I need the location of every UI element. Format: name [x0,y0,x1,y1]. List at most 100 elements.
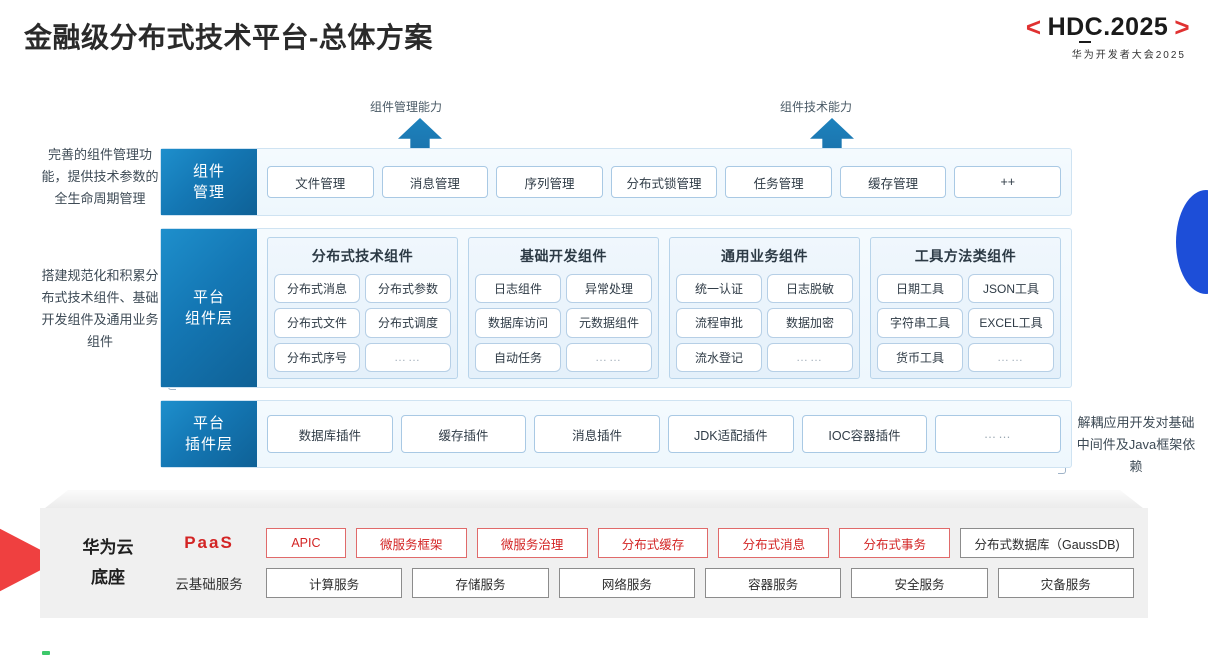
cell-item[interactable]: 分布式参数 [365,274,451,304]
cell-item[interactable]: 日志组件 [475,274,561,304]
mgmt-item-file[interactable]: 文件管理 [267,166,374,198]
layer-label-line1: 平台 [192,289,225,306]
plugin-items: 数据库插件 缓存插件 消息插件 JDK适配插件 IOC容器插件 …… [257,401,1071,467]
plugin-item-more[interactable]: …… [935,415,1062,453]
basic-item-compute[interactable]: 计算服务 [266,568,403,598]
group-cells: 日志组件 异常处理 数据库访问 元数据组件 自动任务 …… [475,274,652,372]
hdc-logo-text: HDC.2025 [1047,12,1169,43]
plugin-item-database[interactable]: 数据库插件 [267,415,393,453]
cell-item[interactable]: 分布式序号 [274,342,360,372]
group-title: 分布式技术组件 [311,248,414,264]
paas-item-microservice-governance[interactable]: 微服务治理 [476,528,588,558]
right-angle-icon: > [1174,12,1190,42]
cell-item[interactable]: 自动任务 [475,342,561,372]
cell-item[interactable]: 数据库访问 [475,308,561,338]
group-basic-development: 基础开发组件 日志组件 异常处理 数据库访问 元数据组件 自动任务 …… [468,237,659,379]
paas-item-distributed-cache[interactable]: 分布式缓存 [597,528,709,558]
management-items: 文件管理 消息管理 序列管理 分布式锁管理 任务管理 缓存管理 ++ [257,149,1071,215]
cell-item[interactable]: 日期工具 [877,274,963,304]
layer-label-line2: 管理 [192,184,225,201]
cell-item[interactable]: 分布式调度 [365,308,451,338]
basic-item-network[interactable]: 网络服务 [558,568,695,598]
c-underline-mark [1078,40,1091,43]
mgmt-item-cache[interactable]: 缓存管理 [839,166,947,198]
paas-row: PaaS APIC 微服务框架 微服务治理 分布式缓存 分布式消息 分布式事务 … [162,528,1134,558]
cloud-title-line2: 底座 [91,568,125,587]
hdc-logo-main: < HDC.2025 > [960,12,1190,43]
hdc-logo: < HDC.2025 > 华为开发者大会2025 [960,14,1190,61]
mgmt-item-distributed-lock[interactable]: 分布式锁管理 [610,166,718,198]
mgmt-item-task[interactable]: 任务管理 [725,166,832,198]
basic-item-container[interactable]: 容器服务 [704,568,842,598]
group-cells: 分布式消息 分布式参数 分布式文件 分布式调度 分布式序号 …… [274,274,451,372]
group-common-business: 通用业务组件 统一认证 日志脱敏 流程审批 数据加密 流水登记 …… [669,237,860,379]
cell-item[interactable]: 分布式文件 [274,308,360,338]
group-cells: 日期工具 JSON工具 字符串工具 EXCEL工具 货币工具 …… [877,274,1054,372]
layer-platform-component: 平台 组件层 分布式技术组件 分布式消息 分布式参数 分布式文件 分布式调度 分… [160,228,1072,388]
component-groups: 分布式技术组件 分布式消息 分布式参数 分布式文件 分布式调度 分布式序号 ……… [257,229,1071,387]
mgmt-item-message[interactable]: 消息管理 [381,166,489,198]
basic-service-row: 云基础服务 计算服务 存储服务 网络服务 容器服务 安全服务 灾备服务 [162,568,1134,598]
cell-item[interactable]: 流程审批 [676,308,762,338]
huawei-cloud-base: 华为云 底座 PaaS APIC 微服务框架 微服务治理 分布式缓存 分布式消息… [40,490,1148,618]
layer-label-platform-component: 平台 组件层 [161,229,257,387]
group-title: 基础开发组件 [520,248,607,264]
plugin-item-ioc-container[interactable]: IOC容器插件 [801,415,928,453]
paas-item-distributed-transaction[interactable]: 分布式事务 [839,528,951,558]
cell-item-more[interactable]: …… [566,342,652,372]
group-distributed-tech: 分布式技术组件 分布式消息 分布式参数 分布式文件 分布式调度 分布式序号 …… [267,237,458,379]
layer-label-component-management: 组件 管理 [161,149,257,215]
cell-item[interactable]: 统一认证 [676,274,762,304]
cloud-title-line1: 华为云 [82,538,134,557]
cell-item-more[interactable]: …… [968,342,1054,372]
mgmt-item-sequence[interactable]: 序列管理 [496,166,603,198]
note-right: 解耦应用开发对基础中间件及Java框架依赖 [1076,415,1196,474]
basic-service-label: 云基础服务 [175,577,243,592]
hdc-logo-subtitle: 华为开发者大会2025 [1071,50,1186,61]
paas-item-apic[interactable]: APIC [266,528,346,558]
left-angle-icon: < [1025,12,1042,42]
cell-item[interactable]: 分布式消息 [274,274,360,304]
plugin-item-jdk-adapter[interactable]: JDK适配插件 [668,415,794,453]
layer-platform-plugin: 平台 插件层 数据库插件 缓存插件 消息插件 JDK适配插件 IOC容器插件 …… [160,400,1072,468]
layer-label-line2: 插件层 [184,436,233,453]
layer-component-management: 组件 管理 文件管理 消息管理 序列管理 分布式锁管理 任务管理 缓存管理 ++ [160,148,1072,216]
hdc-logo-label: HDC.2025 [1047,12,1169,41]
green-marker-icon [42,651,50,655]
plugin-item-message[interactable]: 消息插件 [534,415,661,453]
group-title: 工具方法类组件 [914,248,1017,264]
layer-label-line1: 平台 [192,415,225,432]
cell-item[interactable]: 货币工具 [877,342,963,372]
cell-item[interactable]: 异常处理 [566,274,652,304]
paas-item-distributed-database[interactable]: 分布式数据库（GaussDB) [960,528,1134,558]
cell-item[interactable]: 元数据组件 [566,308,652,338]
mgmt-item-more[interactable]: ++ [954,166,1062,198]
cell-item[interactable]: 日志脱敏 [767,274,853,304]
basic-item-storage[interactable]: 存储服务 [412,568,549,598]
note-left-top: 完善的组件管理功能，提供技术参数的全生命周期管理 [41,147,159,206]
cell-item-more[interactable]: …… [365,342,451,372]
cell-item[interactable]: 字符串工具 [877,308,963,338]
capability-label-technical: 组件技术能力 [780,100,853,114]
layer-label-line2: 组件层 [184,310,233,327]
paas-label: PaaS [184,533,234,552]
plugin-item-cache[interactable]: 缓存插件 [400,415,527,453]
basic-item-security[interactable]: 安全服务 [851,568,988,598]
layer-label-platform-plugin: 平台 插件层 [161,401,257,467]
group-tool-methods: 工具方法类组件 日期工具 JSON工具 字符串工具 EXCEL工具 货币工具 …… [870,237,1061,379]
cell-item[interactable]: JSON工具 [968,274,1054,304]
cloud-base-title: 华为云 底座 [54,533,162,593]
architecture-stack: 组件 管理 文件管理 消息管理 序列管理 分布式锁管理 任务管理 缓存管理 ++… [160,148,1072,478]
cell-item[interactable]: 数据加密 [767,308,853,338]
page-title: 金融级分布式技术平台-总体方案 [24,22,433,53]
cell-item[interactable]: EXCEL工具 [968,308,1054,338]
paas-item-microservice-framework[interactable]: 微服务框架 [355,528,467,558]
group-cells: 统一认证 日志脱敏 流程审批 数据加密 流水登记 …… [676,274,853,372]
basic-item-disaster-recovery[interactable]: 灾备服务 [997,568,1134,598]
paas-item-distributed-message[interactable]: 分布式消息 [718,528,830,558]
layer-label-line1: 组件 [192,163,225,180]
cell-item[interactable]: 流水登记 [676,342,762,372]
blue-circle-decoration [1176,190,1208,294]
cell-item-more[interactable]: …… [767,342,853,372]
note-left-bottom: 搭建规范化和积累分布式技术组件、基础开发组件及通用业务组件 [41,268,159,349]
